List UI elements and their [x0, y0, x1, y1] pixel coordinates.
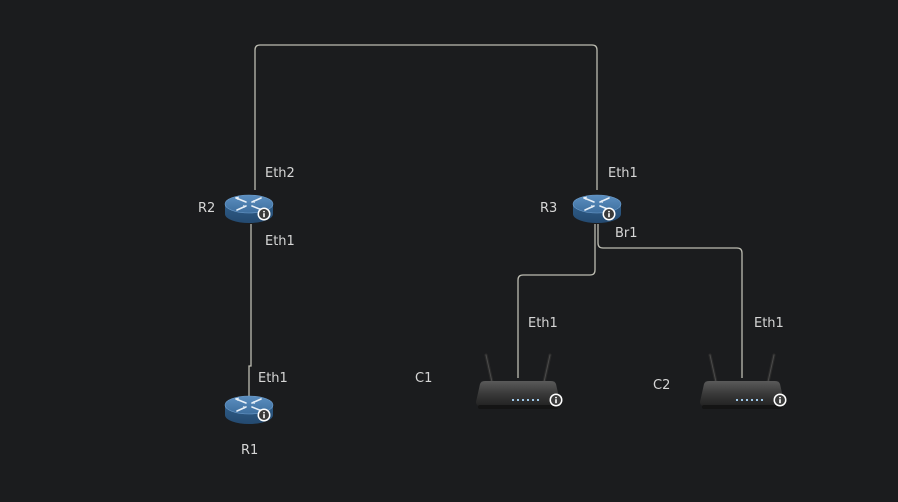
node-r3[interactable] — [572, 194, 622, 224]
node-label-c2: C2 — [653, 378, 670, 393]
link-r3-c2[interactable] — [597, 224, 743, 378]
interface-label-r3-br1: Br1 — [615, 226, 638, 241]
node-r2[interactable] — [224, 194, 274, 224]
node-label-r3: R3 — [540, 201, 557, 216]
node-c2[interactable] — [698, 353, 787, 411]
node-label-r1: R1 — [241, 443, 258, 458]
interface-label-r3-eth1: Eth1 — [608, 166, 638, 181]
link-r3-c1[interactable] — [517, 224, 596, 378]
info-icon[interactable] — [602, 207, 616, 221]
interface-label-r1-eth1: Eth1 — [258, 371, 288, 386]
interface-label-r2-eth1: Eth1 — [265, 234, 295, 249]
link-r2-r1[interactable] — [248, 224, 252, 396]
interface-label-c2-eth1: Eth1 — [754, 316, 784, 331]
info-icon[interactable] — [257, 207, 271, 221]
node-label-c1: C1 — [415, 371, 432, 386]
router-icon — [572, 194, 622, 224]
node-label-r2: R2 — [198, 201, 215, 216]
info-icon[interactable] — [549, 393, 563, 407]
info-icon[interactable] — [257, 408, 271, 422]
info-icon[interactable] — [773, 393, 787, 407]
interface-label-c1-eth1: Eth1 — [528, 316, 558, 331]
links — [248, 44, 743, 396]
link-r2-r3[interactable] — [254, 44, 598, 190]
node-r1[interactable] — [224, 395, 274, 425]
node-c1[interactable] — [474, 353, 563, 411]
interface-label-r2-eth2: Eth2 — [265, 166, 295, 181]
